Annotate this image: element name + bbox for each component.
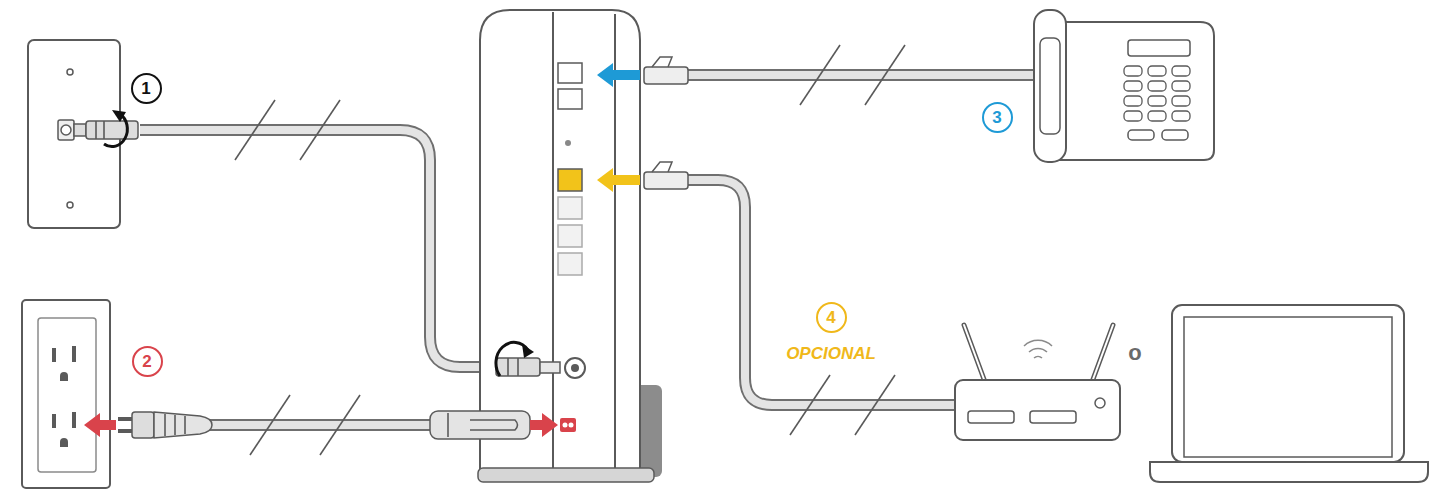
keypad-key: [1124, 96, 1142, 106]
coax-plug: [496, 342, 560, 376]
keypad-key: [1172, 66, 1190, 76]
callout-circle: 1: [131, 73, 162, 104]
phone-plug: [597, 57, 688, 87]
callout-number: 2: [142, 353, 151, 370]
keypad-key: [1148, 96, 1166, 106]
power-connector: [430, 411, 558, 439]
keypad-key: [1172, 111, 1190, 121]
power-plug: [84, 412, 212, 438]
laptop: [1150, 305, 1428, 482]
optional-note: OPCIONAL: [786, 345, 876, 362]
callout-circle: 2: [132, 346, 163, 377]
callout-circle: 4: [816, 302, 847, 333]
keypad-key: [1148, 111, 1166, 121]
wifi-router: [955, 325, 1120, 440]
coax-wall-plate: [28, 40, 138, 228]
callout-number: 1: [141, 80, 150, 97]
keypad-key: [1148, 81, 1166, 91]
ethernet-plug: [597, 162, 688, 192]
callout-number: 4: [826, 309, 835, 326]
keypad-key: [1124, 66, 1142, 76]
keypad-key: [1172, 81, 1190, 91]
keypad-key: [1124, 81, 1142, 91]
callout-circle: 3: [982, 102, 1013, 133]
telephone: [1034, 10, 1214, 162]
keypad-key: [1124, 111, 1142, 121]
keypad-key: [1148, 66, 1166, 76]
keypad-key: [1172, 96, 1190, 106]
callout-number: 3: [992, 109, 1001, 126]
or-word: o: [1128, 342, 1141, 364]
power-outlet: [22, 300, 110, 488]
